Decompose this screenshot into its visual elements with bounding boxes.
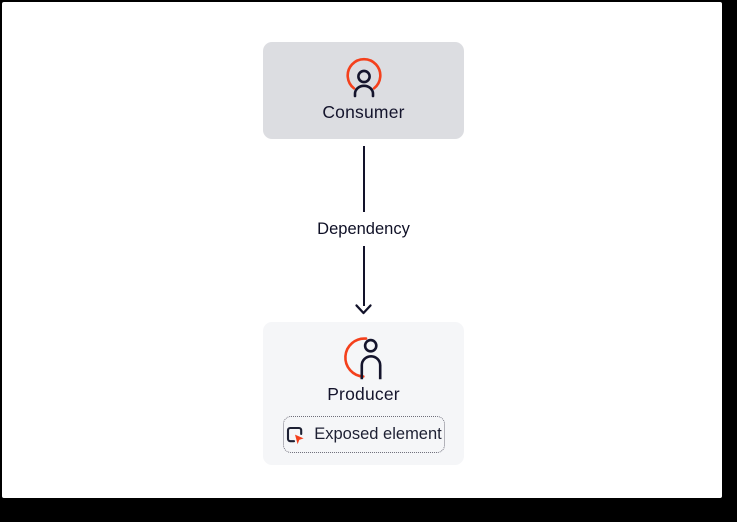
arrowhead-down-icon <box>355 304 372 315</box>
producer-node-label: Producer <box>327 384 400 404</box>
dependency-edge-line-lower <box>362 246 365 306</box>
exposed-element-badge: Exposed element <box>282 416 445 453</box>
dependency-edge-line-upper <box>362 146 365 212</box>
consumer-person-icon <box>345 57 382 98</box>
exposed-element-icon <box>287 426 304 444</box>
consumer-node: Consumer <box>263 42 464 139</box>
diagram-canvas: Consumer Dependency Producer Exposed ele… <box>2 2 722 498</box>
producer-person-icon <box>343 337 381 380</box>
consumer-node-label: Consumer <box>322 102 405 122</box>
producer-node: Producer Exposed element <box>263 322 464 465</box>
dependency-edge-label: Dependency <box>317 220 410 238</box>
exposed-element-badge-label: Exposed element <box>314 425 442 443</box>
